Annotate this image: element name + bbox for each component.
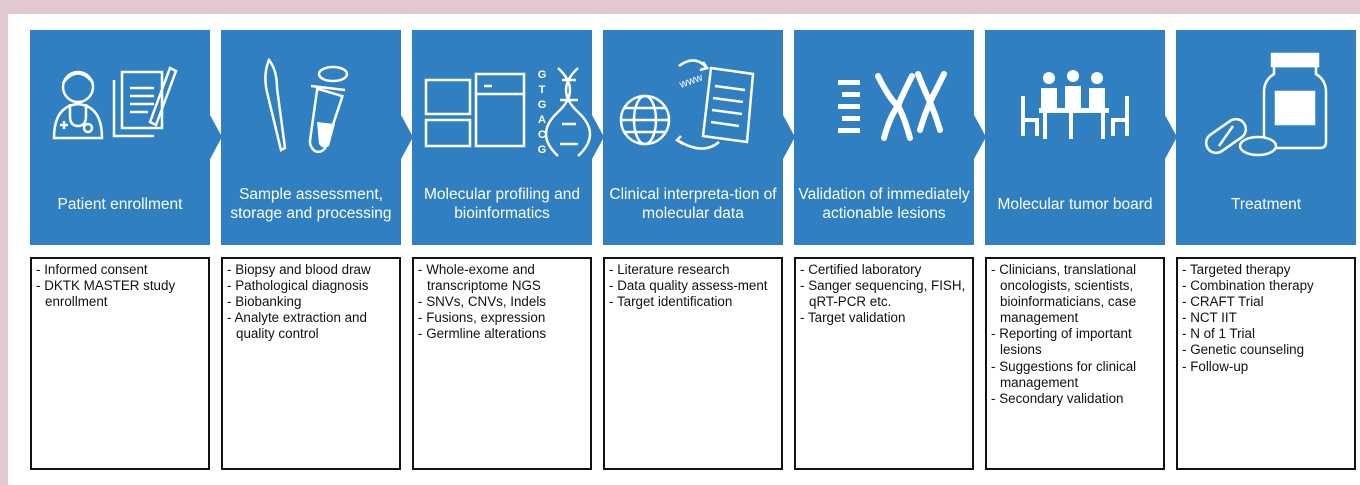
- detail-box-treatment: Targeted therapy Combination therapy CRA…: [1176, 257, 1356, 470]
- doctor-icon: [52, 70, 104, 140]
- stage-icons: [1021, 70, 1129, 139]
- stage-arrow-shape: [30, 30, 222, 245]
- stage-title: Clinical interpreta-tion of molecular da…: [609, 186, 777, 222]
- stage-title: Validation of immediately actionable les…: [798, 186, 970, 222]
- svg-text:T: T: [539, 84, 546, 96]
- list-item: Genetic counseling: [1182, 342, 1350, 358]
- list-item: Informed consent: [36, 262, 204, 278]
- pills-icon: [1204, 117, 1278, 157]
- detail-box-patient-enrollment: Informed consent DKTK MASTER study enrol…: [30, 257, 210, 470]
- svg-text:A: A: [538, 114, 546, 126]
- list-item: NCT IIT: [1182, 310, 1350, 326]
- www-label: www: [677, 71, 704, 91]
- chromosome-icon: [875, 71, 947, 141]
- list-item: Clinicians, translational oncologists, s…: [991, 262, 1159, 326]
- list-item: Biobanking: [227, 294, 395, 310]
- stage-arrow-shape: [412, 30, 604, 245]
- stage-title: Molecular profiling and bioinformatics: [424, 186, 580, 222]
- list-item: Secondary validation: [991, 391, 1159, 407]
- list-item: CRAFT Trial: [1182, 294, 1350, 310]
- meeting-table-icon: [1021, 70, 1129, 139]
- detail-box-sample-assessment: Biopsy and blood draw Pathological diagn…: [221, 257, 401, 470]
- stage-title: Patient enrollment: [57, 195, 183, 213]
- globe-icon: [619, 94, 671, 146]
- list-item: Data quality assess-ment: [609, 278, 777, 294]
- detail-box-clinical-interpretation: Literature research Data quality assess-…: [603, 257, 783, 470]
- list-item: Target validation: [800, 310, 968, 326]
- list-item: Target identification: [609, 294, 777, 310]
- list-item: N of 1 Trial: [1182, 326, 1350, 342]
- detail-list: Clinicians, translational oncologists, s…: [991, 262, 1159, 407]
- list-item: Fusions, expression: [418, 310, 586, 326]
- dna-icon: [544, 67, 592, 157]
- clipboard-icon: [112, 66, 178, 138]
- detail-list: Certified laboratory Sanger sequencing, …: [800, 262, 968, 326]
- list-item: Whole-exome and transcriptome NGS: [418, 262, 586, 294]
- stage-patient-enrollment: Patient enrollment: [30, 30, 222, 245]
- pill-bottle-icon: [1262, 52, 1328, 150]
- stage-icons: G T G A C G: [424, 67, 592, 157]
- list-item: Analyte extraction and quality control: [227, 310, 395, 342]
- stage-arrow-shape: [603, 30, 795, 245]
- list-item: Targeted therapy: [1182, 262, 1350, 278]
- list-item: SNVs, CNVs, Indels: [418, 294, 586, 310]
- list-item: Literature research: [609, 262, 777, 278]
- detail-list: Informed consent DKTK MASTER study enrol…: [36, 262, 204, 310]
- gel-bands-icon: [838, 80, 860, 133]
- detail-box-validation: Certified laboratory Sanger sequencing, …: [794, 257, 974, 470]
- list-item: Reporting of important lesions: [991, 326, 1159, 358]
- stage-title: Molecular tumor board: [997, 195, 1153, 213]
- stage-icons: [1204, 52, 1328, 157]
- stage-icons: www: [619, 59, 755, 150]
- svg-text:G: G: [538, 99, 547, 111]
- stage-icons: [52, 66, 178, 140]
- stage-arrow-shape: [985, 30, 1177, 245]
- cycle-arrows-icon: [675, 59, 720, 150]
- frame-left-border: [0, 0, 8, 485]
- detail-box-tumor-board: Clinicians, translational oncologists, s…: [985, 257, 1165, 470]
- stage-title: Sample assessment, storage and processin…: [230, 186, 392, 222]
- sequencer-icon: [424, 72, 526, 148]
- detail-list: Literature research Data quality assess-…: [609, 262, 777, 310]
- sample-tube-icon: [308, 65, 349, 154]
- detail-box-molecular-profiling: Whole-exome and transcriptome NGS SNVs, …: [412, 257, 592, 470]
- detail-list: Whole-exome and transcriptome NGS SNVs, …: [418, 262, 586, 342]
- stage-clinical-interpretation: www Clinical interpreta-tion of molecula…: [603, 30, 795, 245]
- list-item: DKTK MASTER study enrollment: [36, 278, 204, 310]
- list-item: Follow-up: [1182, 359, 1350, 375]
- svg-text:G: G: [538, 69, 547, 81]
- svg-text:C: C: [538, 129, 546, 141]
- stage-validation: Validation of immediately actionable les…: [794, 30, 986, 245]
- stage-molecular-profiling: G T G A C G Molecular profiling and bioi…: [412, 30, 604, 245]
- list-item: Biopsy and blood draw: [227, 262, 395, 278]
- stage-icons: [264, 57, 349, 154]
- stage-treatment: Treatment: [1176, 30, 1356, 245]
- stage-title: Treatment: [1230, 195, 1302, 213]
- list-item: Combination therapy: [1182, 278, 1350, 294]
- svg-text:G: G: [538, 144, 547, 156]
- list-item: Certified laboratory: [800, 262, 968, 278]
- list-item: Pathological diagnosis: [227, 278, 395, 294]
- list-item: Germline alterations: [418, 326, 586, 342]
- stage-icons: [838, 71, 947, 141]
- dna-letters: G T G A C G: [538, 69, 547, 156]
- frame-top-border: [0, 0, 1360, 14]
- stage-tumor-board: Molecular tumor board: [985, 30, 1177, 245]
- list-item: Sanger sequencing, FISH, qRT-PCR etc.: [800, 278, 968, 310]
- document-icon: [701, 66, 755, 144]
- detail-list: Targeted therapy Combination therapy CRA…: [1182, 262, 1350, 375]
- scalpel-icon: [264, 57, 287, 152]
- detail-list: Biopsy and blood draw Pathological diagn…: [227, 262, 395, 342]
- list-item: Suggestions for clinical management: [991, 359, 1159, 391]
- stage-sample-assessment: Sample assessment, storage and processin…: [221, 30, 413, 245]
- stage-arrow-shape: [221, 30, 413, 245]
